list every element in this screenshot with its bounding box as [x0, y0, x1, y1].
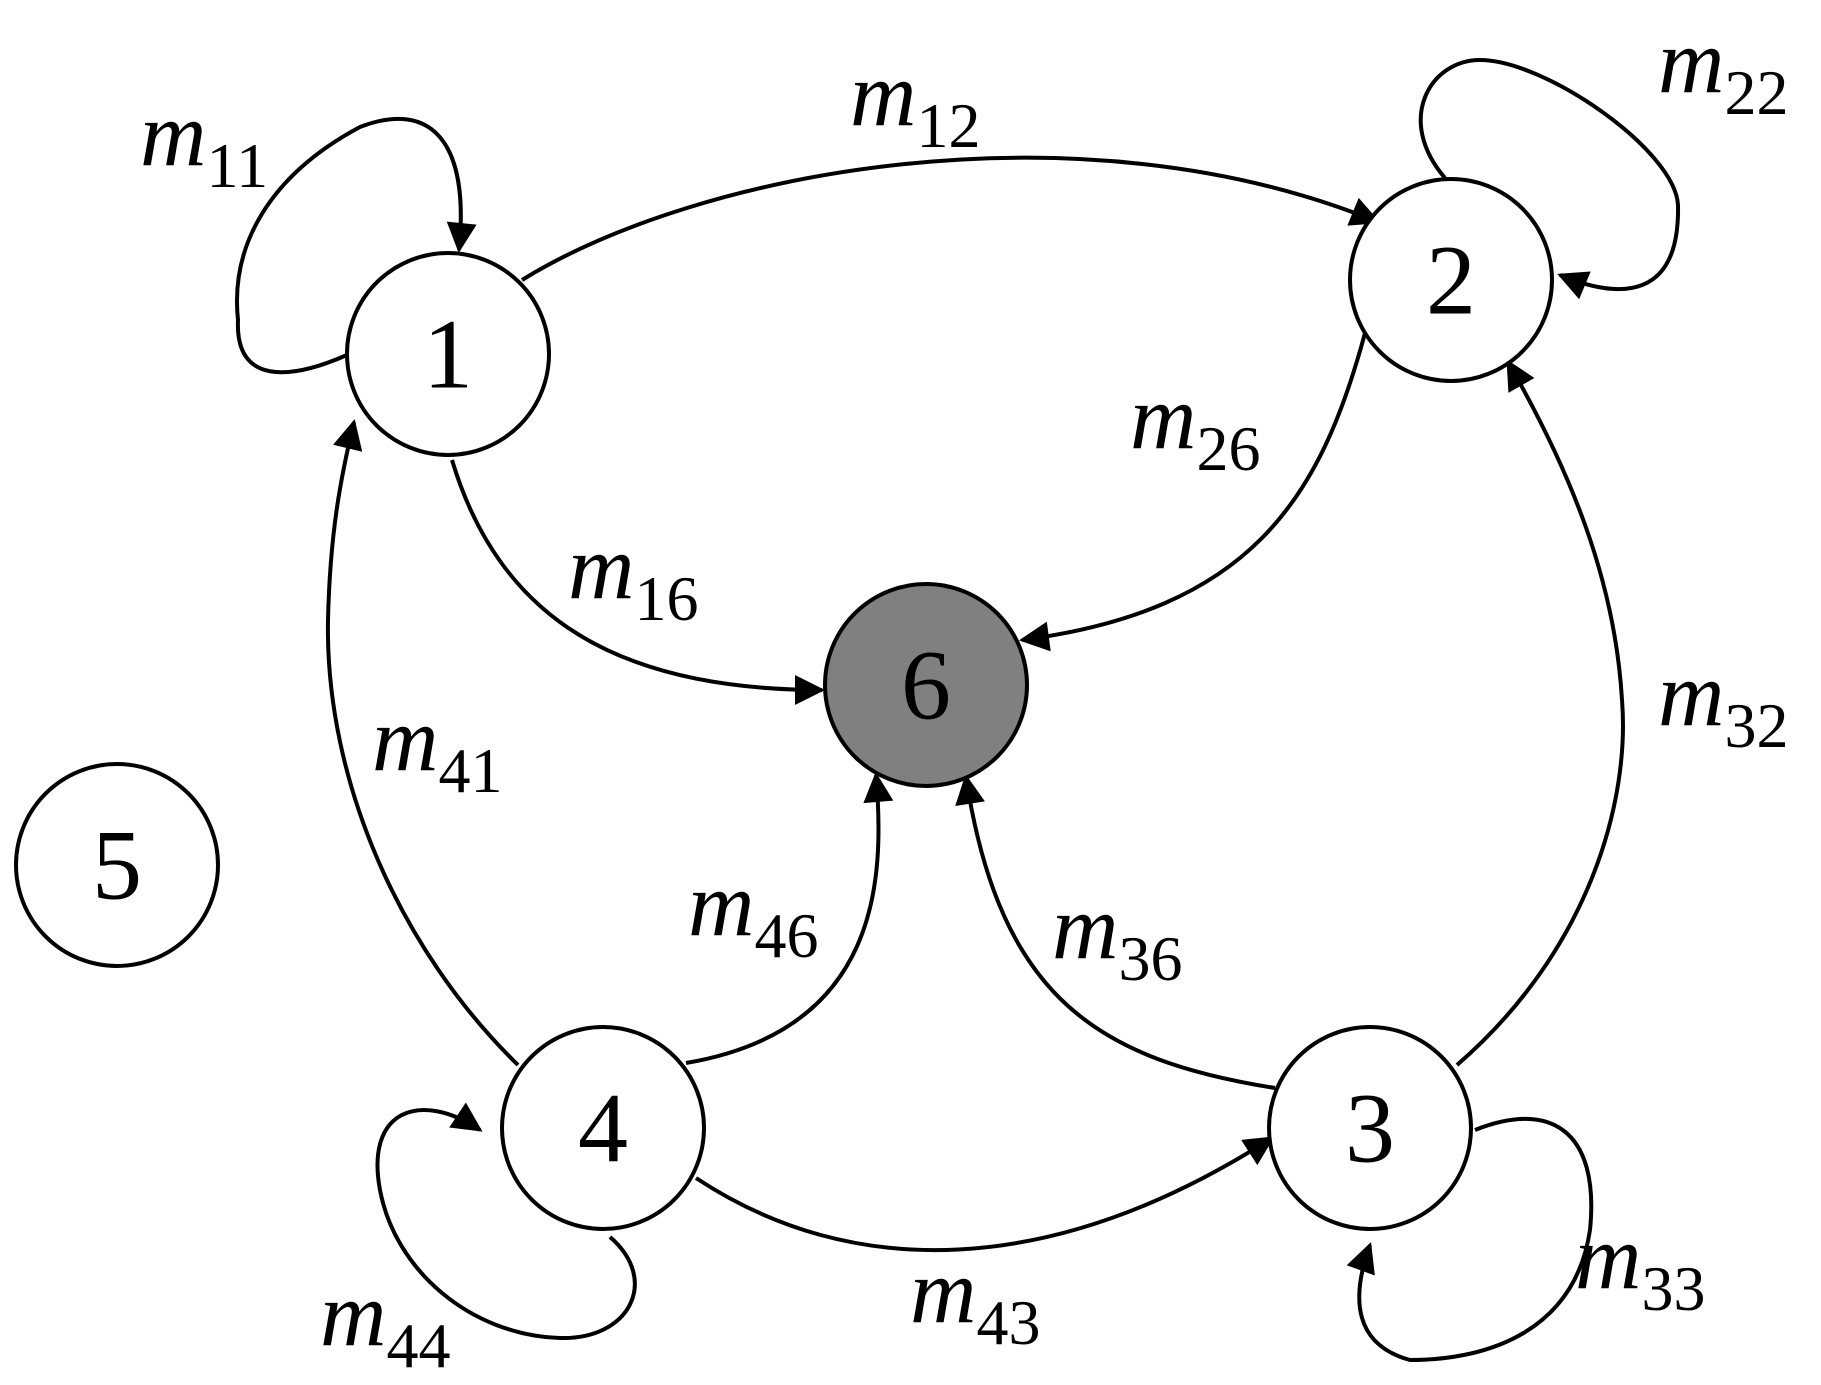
node-6: 6 — [823, 582, 1029, 788]
node-1: 1 — [345, 251, 551, 457]
node-label-2: 2 — [1426, 225, 1476, 336]
edge-label-m12: m12 — [850, 43, 980, 161]
node-label-3: 3 — [1345, 1073, 1395, 1184]
node-2: 2 — [1348, 177, 1554, 383]
edge-label-m16: m16 — [568, 516, 698, 634]
edge-2-6 — [1019, 332, 1367, 652]
edge-1-1 — [235, 116, 477, 375]
edge-label-m33: m33 — [1575, 1206, 1705, 1324]
edge-label-m22: m22 — [1658, 10, 1788, 128]
node-label-4: 4 — [578, 1073, 628, 1184]
node-label-6: 6 — [901, 630, 951, 741]
edge-4-1 — [325, 419, 520, 1067]
node-5: 5 — [14, 762, 220, 968]
edge-3-2 — [1455, 359, 1625, 1067]
edge-4-3 — [694, 1136, 1275, 1253]
node-label-5: 5 — [92, 810, 142, 921]
edge-2-2 — [1418, 57, 1681, 300]
edge-4-4 — [375, 1102, 637, 1341]
edge-label-m26: m26 — [1130, 366, 1260, 484]
edge-3-6 — [955, 774, 1276, 1090]
edge-label-m46: m46 — [688, 853, 818, 971]
edge-4-6 — [685, 772, 894, 1065]
edge-label-m41: m41 — [372, 688, 502, 806]
edge-label-m43: m43 — [910, 1240, 1040, 1358]
node-label-1: 1 — [423, 299, 473, 410]
edge-label-m36: m36 — [1052, 876, 1182, 994]
edge-label-m11: m11 — [140, 83, 268, 201]
edge-label-m32: m32 — [1658, 643, 1788, 761]
edge-label-m44: m44 — [320, 1263, 450, 1381]
edge-1-6 — [450, 459, 825, 705]
node-4: 4 — [500, 1025, 706, 1231]
edge-1-2 — [520, 155, 1381, 282]
node-3: 3 — [1267, 1025, 1473, 1231]
edge-3-3 — [1346, 1116, 1594, 1363]
